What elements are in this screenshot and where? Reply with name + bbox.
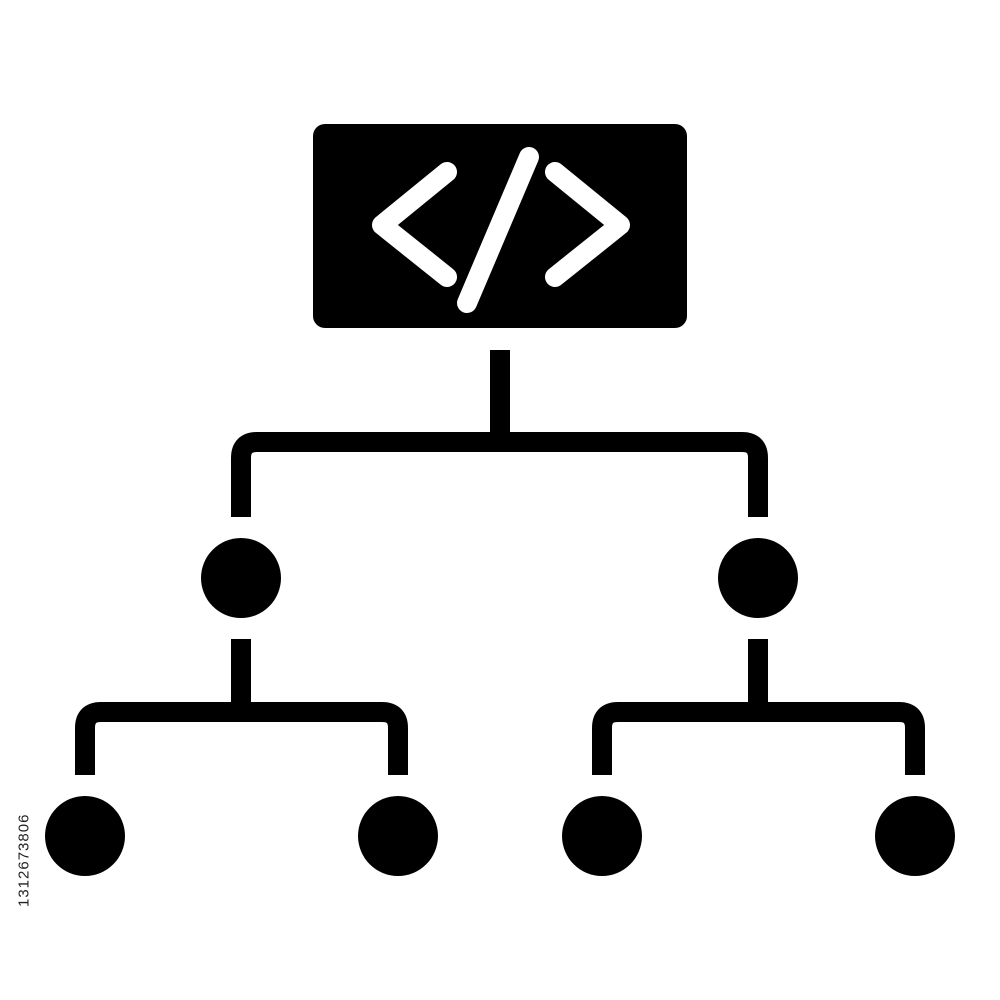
tree-connectors [75, 350, 925, 775]
node-level2-1 [45, 796, 125, 876]
code-box [313, 124, 687, 328]
code-brackets-icon [372, 147, 630, 313]
node-level2-3 [562, 796, 642, 876]
watermark-stock-id: 1312673806 [15, 813, 33, 907]
node-level2-4 [875, 796, 955, 876]
node-level2-2 [358, 796, 438, 876]
tree-nodes [45, 538, 955, 876]
node-level1-right [718, 538, 798, 618]
node-level1-left [201, 538, 281, 618]
